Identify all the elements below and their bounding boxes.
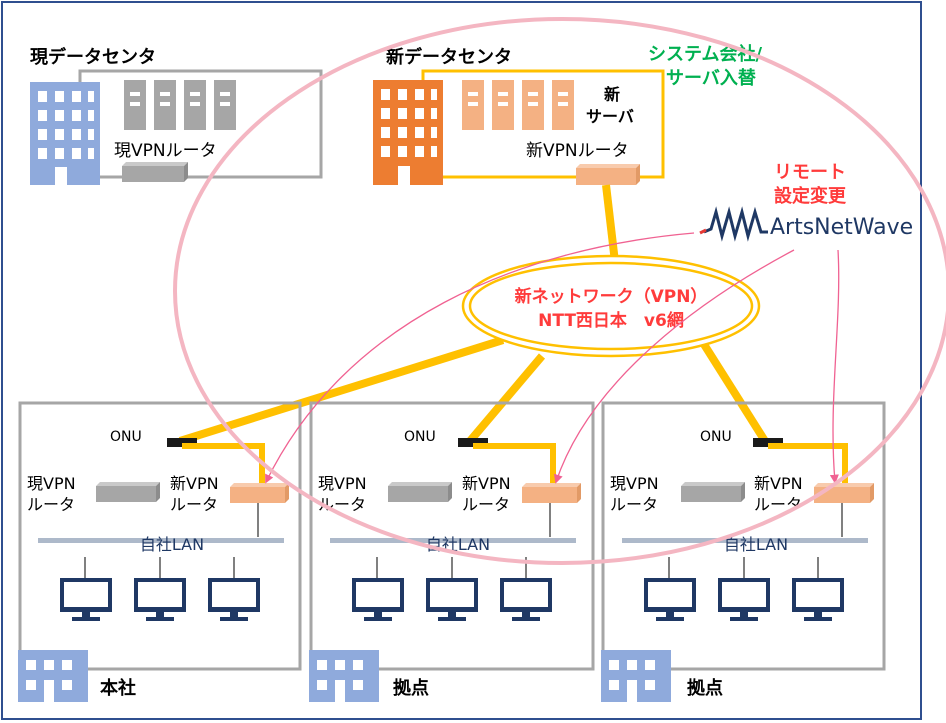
current-dc-building-icon (30, 82, 100, 185)
new-vpn-router-icon (230, 483, 289, 503)
pc-monitors (644, 557, 844, 621)
monitor-icon (426, 578, 478, 621)
site-name: 拠点 (687, 677, 723, 699)
site-box (309, 401, 595, 671)
old-vpn-router-icon (388, 482, 452, 502)
remote-label-line2: 設定変更 (774, 185, 847, 207)
site-building-icon (309, 650, 379, 702)
site-kyoten-2: ONU 現VPN ルータ 新VPN ルータ 自社LAN (601, 401, 886, 702)
onu-icon (458, 438, 488, 447)
old-router-label-line1: 現VPN (27, 474, 76, 493)
new-router-label-line2: ルータ (754, 495, 802, 514)
onu-label: ONU (110, 429, 142, 445)
old-router-label-line1: 現VPN (318, 474, 367, 493)
current-datacenter: 現データセンタ 現VPNルータ (30, 46, 323, 185)
old-vpn-router-icon (681, 482, 745, 502)
new-vpn-router-icon (522, 483, 581, 503)
monitor-icon (500, 578, 552, 621)
old-router-label-line1: 現VPN (610, 474, 659, 493)
new-router-label-line2: ルータ (462, 495, 510, 514)
onu-label: ONU (404, 429, 436, 445)
onu-label: ONU (700, 429, 732, 445)
vendor-label-line2: サーバ入替 (666, 67, 757, 89)
monitor-icon (352, 578, 404, 621)
new-datacenter: 新データセンタ 新 サーバ 新VPNルータ システム会社/ サーバ入替 (373, 43, 762, 185)
link-network-to-site3 (696, 335, 769, 444)
site-building-icon (601, 650, 671, 702)
current-server-rack-icon (124, 80, 236, 130)
onu-to-router-link (473, 443, 556, 484)
lan-label: 自社LAN (724, 535, 788, 554)
new-server-rack-icon (462, 80, 574, 130)
onu-to-router-link (182, 443, 265, 484)
new-server-label-line1: 新 (604, 85, 620, 104)
logo-text: ArtsNetWave (770, 215, 913, 240)
network-label-line2: NTT西日本 v6網 (538, 310, 684, 331)
onu-icon (753, 438, 783, 447)
current-vpn-router-icon (122, 162, 188, 182)
replacement-scope-ellipse (173, 17, 946, 565)
new-router-label-line1: 新VPN (462, 474, 511, 493)
lan-label: 自社LAN (140, 535, 204, 554)
monitor-icon (60, 578, 112, 621)
link-network-to-honsha (178, 336, 505, 445)
arrow-to-site2 (553, 249, 795, 484)
lan-bar (38, 538, 284, 543)
network-label-line1: 新ネットワーク（VPN） (515, 286, 708, 307)
pc-monitors (352, 557, 552, 621)
monitor-icon (134, 578, 186, 621)
new-network-links (178, 184, 769, 445)
arrow-to-honsha (265, 232, 695, 484)
arrow-to-site3 (829, 249, 840, 484)
remote-label-line1: リモート (774, 162, 846, 183)
new-dc-title: 新データセンタ (386, 46, 512, 68)
new-dc-building-icon (373, 80, 443, 185)
artsnetwave-logo: ArtsNetWave (699, 206, 913, 242)
new-server-label-line2: サーバ (586, 107, 634, 126)
site-building-icon (18, 650, 88, 702)
site-kyoten-1: ONU 現VPN ルータ 新VPN ルータ 自社LAN (309, 401, 595, 702)
new-router-label-line2: ルータ (170, 495, 218, 514)
old-vpn-router-icon (96, 482, 160, 502)
site-honsha: ONU 現VPN ルータ 新VPN ルータ 自社LAN (18, 401, 302, 702)
link-network-to-site2 (466, 353, 546, 444)
new-dc-vpn-router-icon (576, 164, 640, 185)
site-name: 拠点 (393, 677, 429, 699)
new-dc-router-label: 新VPNルータ (526, 141, 629, 161)
link-dc-to-network (602, 184, 619, 263)
vpn-network-cloud: 新ネットワーク（VPN） NTT西日本 v6網 (461, 254, 761, 358)
onu-icon (167, 438, 197, 447)
monitor-icon (644, 578, 696, 621)
onu-to-router-link (768, 443, 848, 484)
old-router-label-line2: ルータ (27, 495, 75, 514)
monitor-icon (718, 578, 770, 621)
new-router-label-line1: 新VPN (754, 474, 803, 493)
pc-monitors (60, 557, 260, 621)
site-box (601, 401, 886, 671)
current-dc-title: 現データセンタ (30, 46, 156, 68)
site-box (18, 401, 302, 671)
lan-bar (622, 538, 868, 543)
old-router-label-line2: ルータ (610, 495, 658, 514)
monitor-icon (792, 578, 844, 621)
remote-config: リモート 設定変更 ArtsNetWave (699, 162, 913, 242)
current-dc-router-label: 現VPNルータ (114, 141, 217, 161)
new-router-label-line1: 新VPN (170, 474, 219, 493)
lan-bar (330, 538, 576, 543)
site-name: 本社 (100, 677, 136, 699)
vendor-label-line1: システム会社/ (648, 43, 762, 65)
remote-config-arrows (265, 232, 840, 484)
monitor-icon (208, 578, 260, 621)
